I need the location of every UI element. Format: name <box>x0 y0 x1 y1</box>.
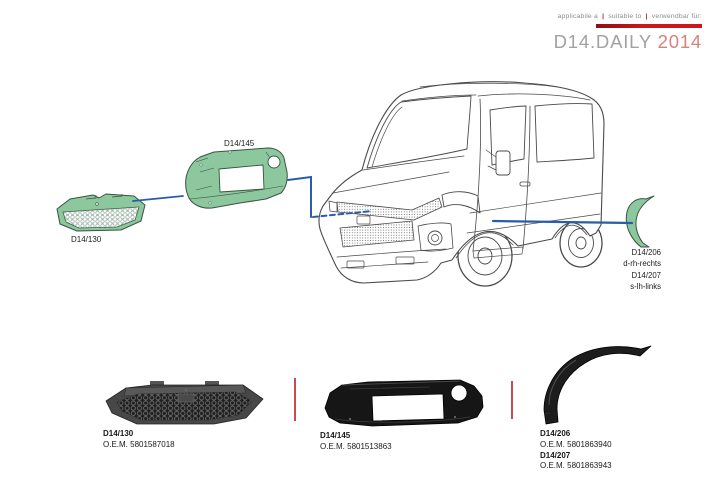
divider-right <box>511 381 513 419</box>
applicability-en: suitable to <box>608 13 642 20</box>
oem-number: O.E.M. 5801863940 <box>540 439 612 449</box>
connector-lines <box>132 175 634 225</box>
arch-code-left: D14/207 <box>631 270 661 280</box>
side-mirror-icon <box>485 149 511 176</box>
wheel-arch-part-green <box>625 195 655 248</box>
part-code: D14/145 <box>320 431 351 440</box>
photo-grille <box>105 381 264 425</box>
catalog-item-front-panel: D14/145 O.E.M. 5801513863 <box>320 431 392 453</box>
arch-side-right: d-rh-rechts <box>623 259 661 269</box>
part-code: D14/130 <box>103 429 134 438</box>
photo-front-panel <box>324 379 484 427</box>
front-panel-part-green <box>185 147 288 209</box>
van-line-drawing <box>318 81 605 287</box>
connector-dashed-to-grille <box>312 210 373 218</box>
part-code: D14/207 <box>540 450 571 460</box>
callout-label-front-panel: D14/145 <box>224 139 255 148</box>
callout-label-wheel-arch: D14/206 d-rh-rechts D14/207 s-lh-links <box>623 247 661 293</box>
separator: | <box>602 13 605 20</box>
model-year: 2014 <box>657 31 702 52</box>
header: applicabile a | suitable to | verwendbar… <box>382 13 702 53</box>
applicability-de: verwendbar für: <box>651 13 702 20</box>
oem-number: O.E.M. 5801863943 <box>540 461 612 471</box>
connector-van-to-arch <box>491 219 634 225</box>
oem-number: O.E.M. 5801513863 <box>320 441 392 451</box>
arch-code-right: D14/206 <box>631 248 661 257</box>
applicability-it: applicabile a <box>557 13 598 20</box>
applicability-text: applicabile a | suitable to | verwendbar… <box>382 13 702 20</box>
accent-bar <box>596 24 702 28</box>
connector-grille-to-panel <box>132 195 184 202</box>
van-grille-hatch <box>336 197 443 221</box>
catalog-item-wheel-arch: D14/206 O.E.M. 5801863940 D14/207 O.E.M.… <box>540 429 612 472</box>
connector-panel-to-van <box>287 175 312 218</box>
callout-label-grille: D14/130 <box>71 235 102 244</box>
divider-left <box>294 378 296 421</box>
oem-number: O.E.M. 5801587018 <box>103 439 175 449</box>
model-name: D14.DAILY <box>553 31 652 52</box>
page-title: D14.DAILY 2014 <box>382 31 702 53</box>
grille-part-green <box>56 193 146 232</box>
separator: | <box>645 13 648 20</box>
photo-wheel-arch <box>543 345 652 425</box>
part-code: D14/206 <box>540 429 571 438</box>
catalog-item-grille: D14/130 O.E.M. 5801587018 <box>103 429 175 451</box>
arch-side-left: s-lh-links <box>630 282 661 292</box>
